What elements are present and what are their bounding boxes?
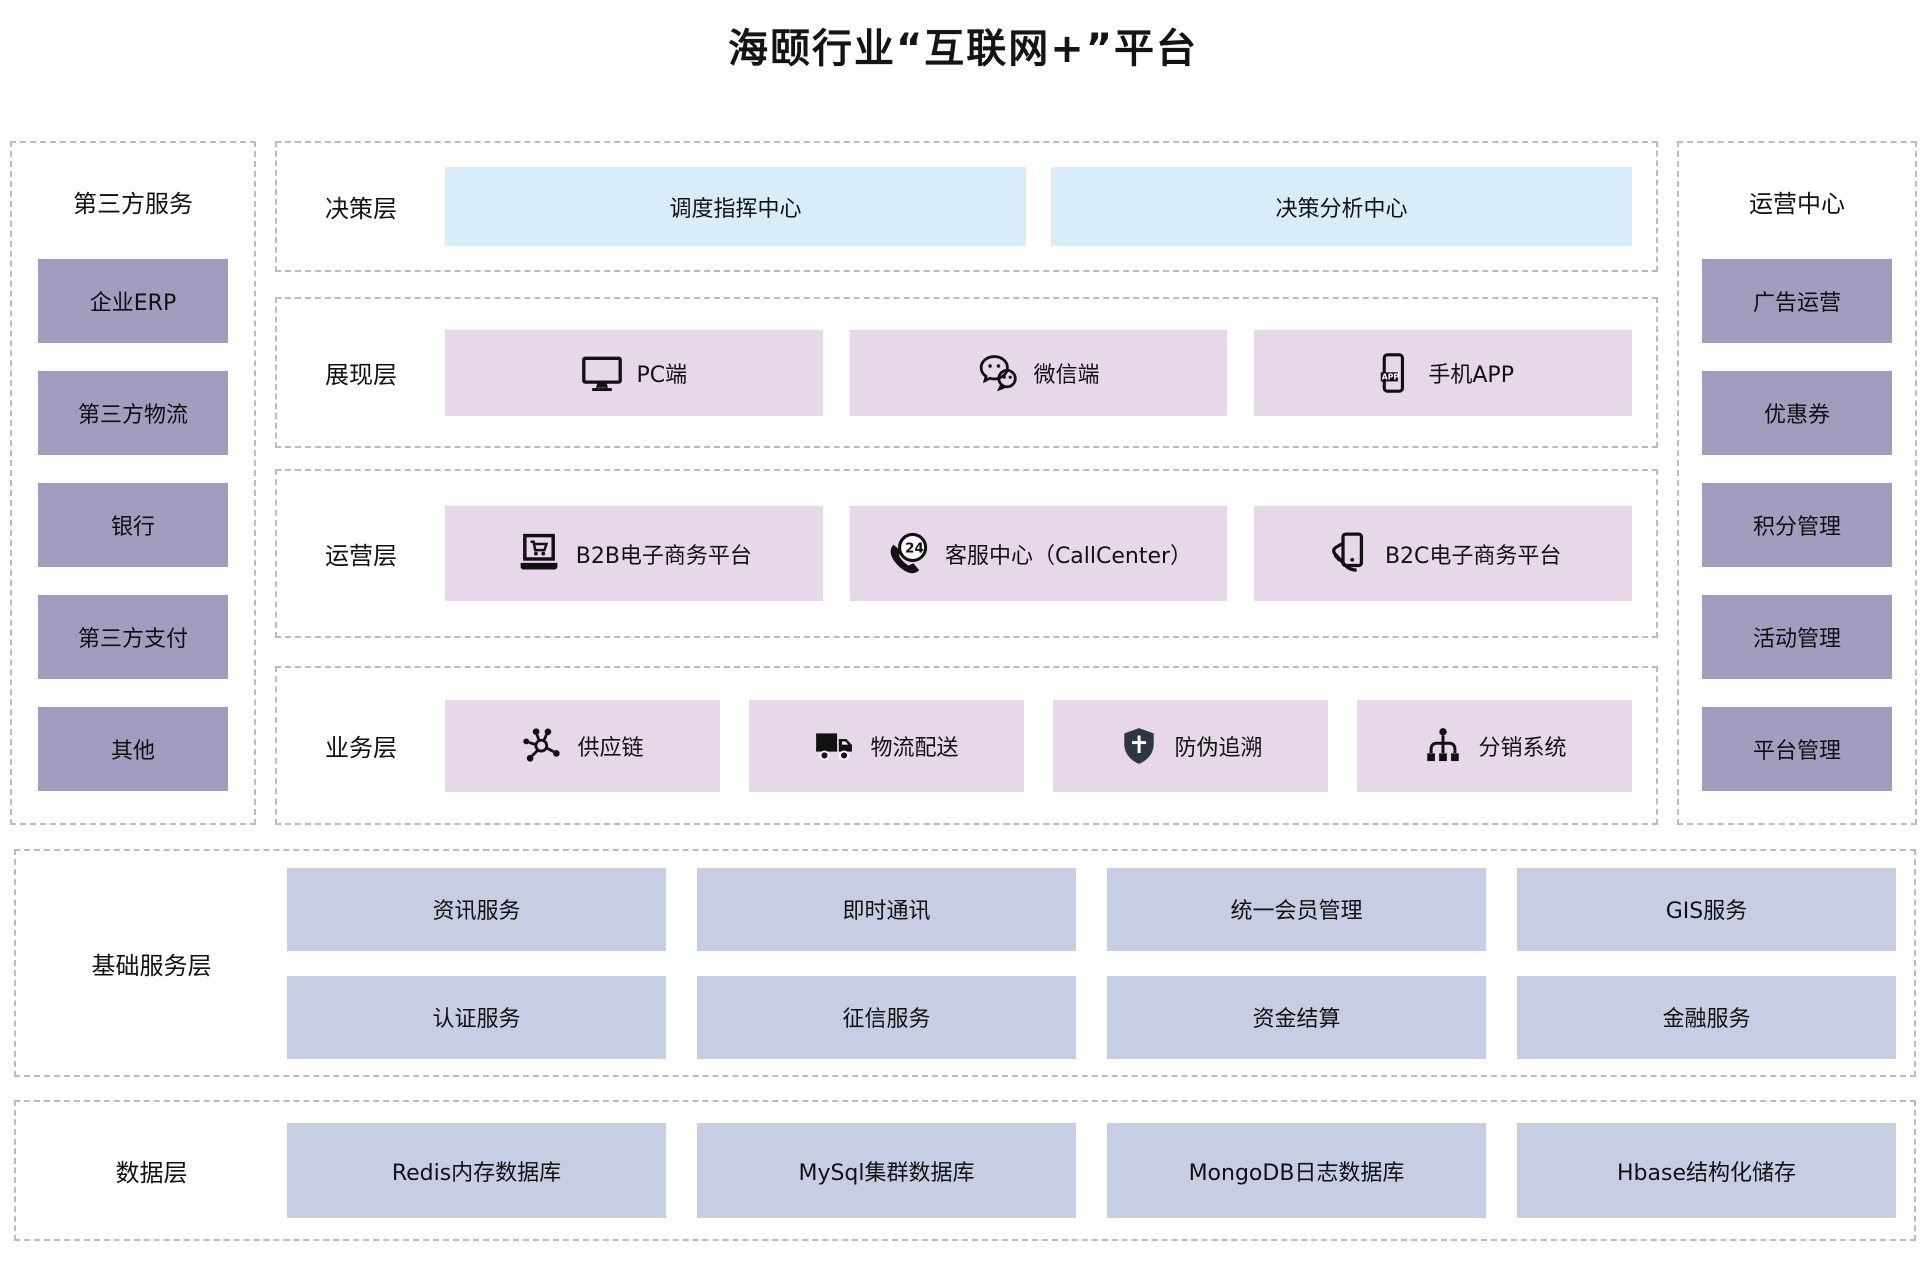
right-panel-title: 运营中心 [1749, 189, 1845, 218]
box-mongodb-db: MongoDB日志数据库 [1107, 1123, 1486, 1218]
truck-icon [814, 725, 856, 767]
layer-row-operation: 运营层 B2B电子商务平台 24 [275, 469, 1658, 638]
box-label: 统一会员管理 [1230, 899, 1363, 924]
layer-label-decision: 决策层 [325, 195, 397, 223]
supply-chain-network-icon [521, 725, 563, 767]
wechat-icon [978, 352, 1020, 394]
box-dispatch-command-center: 调度指挥中心 [445, 167, 1026, 246]
monitor-icon [581, 352, 623, 394]
box-label: 客服中心（CallCenter） [944, 543, 1193, 569]
box-hbase-storage: Hbase结构化储存 [1517, 1123, 1896, 1218]
left-item-other: 其他 [38, 707, 228, 791]
left-panel-title: 第三方服务 [73, 189, 193, 218]
box-gis-service: GIS服务 [1517, 867, 1896, 951]
box-call-center: 24 客服中心（CallCenter） [849, 506, 1228, 601]
box-auth-service: 认证服务 [287, 975, 666, 1059]
box-mysql-db: MySql集群数据库 [697, 1123, 1076, 1218]
box-b2c-platform: B2C电子商务平台 [1254, 506, 1633, 601]
right-item-platform: 平台管理 [1702, 707, 1892, 791]
box-anti-counterfeit-trace: 防伪追溯 [1053, 699, 1328, 792]
box-label: 手机APP [1428, 362, 1514, 388]
box-label: 物流配送 [870, 735, 959, 761]
distribution-sitemap-icon [1422, 725, 1464, 767]
box-supply-chain: 供应链 [445, 699, 720, 792]
box-label: 防伪追溯 [1174, 735, 1263, 761]
layer-row-decision: 决策层 调度指挥中心 决策分析中心 [275, 141, 1658, 272]
box-label: 调度指挥中心 [669, 196, 802, 222]
box-label: MongoDB日志数据库 [1188, 1160, 1405, 1186]
hand-phone-icon [1325, 531, 1371, 577]
svg-text:APP: APP [1382, 372, 1400, 381]
box-unified-member-management: 统一会员管理 [1107, 867, 1486, 951]
box-fund-settlement: 资金结算 [1107, 975, 1486, 1059]
box-label: 资讯服务 [432, 899, 521, 924]
presentation-items: PC端 微信端 [445, 329, 1656, 416]
box-decision-analysis-center: 决策分析中心 [1051, 167, 1632, 246]
box-instant-messaging: 即时通讯 [697, 867, 1076, 951]
layer-row-presentation: 展现层 PC端 [275, 297, 1658, 448]
left-item-logistics: 第三方物流 [38, 371, 228, 455]
box-label: 决策分析中心 [1275, 196, 1408, 222]
right-item-activity: 活动管理 [1702, 595, 1892, 679]
right-panel-operation-center: 运营中心 广告运营 优惠券 积分管理 活动管理 平台管理 [1677, 141, 1917, 825]
box-credit-service: 征信服务 [697, 975, 1076, 1059]
page-title: 海颐行业“互联网+”平台 [727, 26, 1199, 72]
box-label: 供应链 [577, 735, 644, 761]
box-redis-db: Redis内存数据库 [287, 1123, 666, 1218]
box-label: Hbase结构化储存 [1617, 1160, 1796, 1186]
right-panel-items: 广告运营 优惠券 积分管理 活动管理 平台管理 [1679, 259, 1915, 791]
box-label: PC端 [636, 362, 688, 388]
box-mobile-app: APP 手机APP [1254, 329, 1633, 416]
box-info-service: 资讯服务 [287, 867, 666, 951]
box-label: 即时通讯 [842, 899, 931, 924]
data-layer-panel: 数据层 Redis内存数据库 MySql集群数据库 MongoDB日志数据库 H… [14, 1100, 1916, 1241]
box-distribution-system: 分销系统 [1357, 699, 1632, 792]
box-financial-service: 金融服务 [1517, 975, 1896, 1059]
operation-items: B2B电子商务平台 24 客服中心（CallCenter） [445, 506, 1656, 601]
box-label: 微信端 [1033, 362, 1100, 388]
base-service-layer-label: 基础服务层 [91, 951, 212, 980]
data-layer-label: 数据层 [115, 1159, 188, 1187]
svg-text:24: 24 [905, 541, 924, 556]
callcenter-24-icon: 24 [885, 531, 931, 577]
box-label: 认证服务 [432, 1007, 521, 1032]
business-items: 供应链 物流配送 [445, 699, 1656, 792]
layer-label-business: 业务层 [325, 734, 397, 762]
shield-icon [1118, 725, 1160, 767]
left-item-bank: 银行 [38, 483, 228, 567]
decision-items: 调度指挥中心 决策分析中心 [445, 167, 1656, 246]
left-panel-third-party: 第三方服务 企业ERP 第三方物流 银行 第三方支付 其他 [10, 141, 256, 825]
mobile-app-icon: APP [1372, 352, 1414, 394]
box-pc-client: PC端 [445, 329, 823, 416]
laptop-cart-icon [516, 531, 562, 577]
right-item-coupon: 优惠券 [1702, 371, 1892, 455]
box-label: MySql集群数据库 [798, 1160, 975, 1186]
box-b2b-platform: B2B电子商务平台 [445, 506, 823, 601]
left-panel-items: 企业ERP 第三方物流 银行 第三方支付 其他 [12, 259, 254, 791]
box-label: GIS服务 [1665, 899, 1748, 924]
box-label: B2C电子商务平台 [1384, 543, 1562, 569]
base-service-layer-panel: 基础服务层 资讯服务 即时通讯 统一会员管理 GIS服务 认证服务 征信服务 资… [14, 849, 1916, 1077]
box-wechat-client: 微信端 [849, 329, 1228, 416]
box-label: 金融服务 [1662, 1007, 1751, 1032]
right-item-ads: 广告运营 [1702, 259, 1892, 343]
box-label: B2B电子商务平台 [575, 543, 752, 569]
base-service-items: 资讯服务 即时通讯 统一会员管理 GIS服务 认证服务 征信服务 资金结算 金融… [287, 867, 1914, 1059]
box-label: 资金结算 [1252, 1007, 1341, 1032]
layer-label-presentation: 展现层 [325, 361, 397, 389]
box-logistics-delivery: 物流配送 [749, 699, 1024, 792]
box-label: 征信服务 [842, 1007, 931, 1032]
data-layer-items: Redis内存数据库 MySql集群数据库 MongoDB日志数据库 Hbase… [287, 1123, 1914, 1218]
left-item-payment: 第三方支付 [38, 595, 228, 679]
layer-label-operation: 运营层 [325, 542, 397, 570]
left-item-erp: 企业ERP [38, 259, 228, 343]
box-label: 分销系统 [1478, 735, 1567, 761]
layer-row-business: 业务层 供应链 [275, 666, 1658, 825]
box-label: Redis内存数据库 [391, 1160, 562, 1186]
right-item-points: 积分管理 [1702, 483, 1892, 567]
